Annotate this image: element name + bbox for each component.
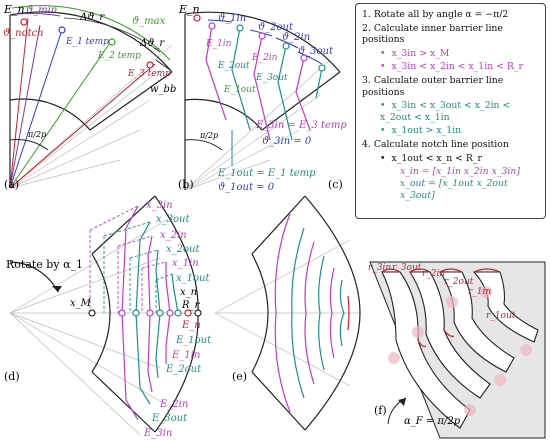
step-3-sub-2: x_1out > x_1in xyxy=(380,125,539,137)
label-a-delta-theta-2: Δϑ_r xyxy=(139,38,165,49)
label-f-r1out: r_1out xyxy=(486,311,516,321)
panel-b: E_n ϑ_1in ϑ_2out ϑ_2in ϑ_3out E_1in E_2i… xyxy=(178,3,341,191)
step-2: 2. Calculate inner barrier line position… xyxy=(362,22,503,46)
label-b-En: E_n xyxy=(178,3,200,16)
label-d-E2in: E_2in xyxy=(159,399,188,410)
label-f-alpha: α_F = π/2p xyxy=(404,416,461,427)
label-b-E3out: E_3out xyxy=(255,73,288,83)
label-b-E2out: E_2out xyxy=(217,61,250,71)
panel-f: r_3in r_3out r_2in r_2out r_1in r_1out α… xyxy=(368,261,546,439)
label-b-E1in: E_1in xyxy=(205,39,232,49)
label-d-xM: x_M xyxy=(70,298,92,309)
step-2-sub-1: x_3in > x_M xyxy=(380,48,539,60)
step-4-sub-1: x_1out < x_n < R_r xyxy=(380,153,539,165)
step-2-sub-2: x_3in < x_2in < x_1in < R_r xyxy=(380,61,539,73)
vector-xout: x_out = [x_1out x_2out x_3out] xyxy=(400,177,508,201)
label-b-E2in: E_2in xyxy=(251,53,278,63)
label-b-theta-3out: ϑ_3out xyxy=(298,46,334,57)
step-4: 4. Calculate notch line position xyxy=(362,139,509,151)
procedure-box: 1. Rotate all by angle α = −π/2 2. Calcu… xyxy=(355,3,546,219)
panel-a-label: (a) xyxy=(4,178,19,191)
label-a-wbb: w_bb xyxy=(150,84,176,95)
label-a-delta-theta-1: Δϑ_r xyxy=(79,12,105,23)
label-d-E3out: E_3out xyxy=(151,413,188,424)
label-b-E1out: E_1out xyxy=(223,85,256,95)
vector-xin: x_in = [x_1in x_2in x_3in] xyxy=(400,166,521,178)
step-3-sub-1: x_3in < x_3out < x_2in < x_2out < x_1in xyxy=(380,100,539,123)
panel-f-label: (f) xyxy=(374,404,387,417)
panel-d: Rotate by α_1 x_3in x_3out x_2in x_2out … xyxy=(4,195,212,439)
label-d-x2out: x_2out xyxy=(166,244,200,255)
label-d-Rr: R_r xyxy=(181,300,201,311)
label-d-x3out: x_3out xyxy=(156,214,190,225)
label-a-pi-over-2p: π/2p xyxy=(27,130,46,139)
panel-d-label: (d) xyxy=(4,370,20,383)
label-d-x3in: x_3in xyxy=(146,200,173,211)
label-f-r3in: r_3in xyxy=(368,263,391,273)
label-d-E2out: E_2out xyxy=(165,364,202,375)
label-d-xn: x_n xyxy=(180,287,197,298)
panel-c-label: (c) xyxy=(328,178,343,191)
label-d-E3in: E_3in xyxy=(143,428,172,439)
label-a-E2-temp: E_2 temp xyxy=(97,51,141,61)
label-a-theta-max: ϑ_max xyxy=(132,16,166,27)
label-d-x1out: x_1out xyxy=(176,273,210,284)
label-d-E1out: E_1out xyxy=(175,335,212,346)
step-3: 3. Calculate outer barrier line position… xyxy=(362,75,504,98)
label-c-E1out-eq: E_1out = E_1 temp xyxy=(217,168,316,179)
label-d-x1in: x_1in xyxy=(172,258,199,269)
label-b-theta-2in: ϑ_2in xyxy=(282,32,310,43)
label-d-rotate: Rotate by α_1 xyxy=(6,258,83,271)
panel-e: (e) xyxy=(214,195,361,431)
label-a-En: E_n xyxy=(3,3,25,16)
label-a-theta-notch: ϑ_notch xyxy=(3,28,44,39)
label-d-En: E_n xyxy=(181,320,201,331)
label-a-theta-min: ϑ_min xyxy=(26,5,57,16)
panel-e-label: (e) xyxy=(232,370,247,383)
label-c-theta1out-eq: ϑ_1out = 0 xyxy=(218,182,275,193)
label-b-theta-2out: ϑ_2out xyxy=(258,22,294,33)
label-b-pi-over-2p: π/2p xyxy=(199,131,218,140)
panel-b-label: (b) xyxy=(178,178,194,191)
label-a-E3-temp: E_3 temp xyxy=(127,69,171,79)
label-b-theta-1in: ϑ_1in xyxy=(218,13,246,24)
label-d-x2in: x_2in xyxy=(160,230,187,241)
label-c-theta3in-eq: ϑ_3in = 0 xyxy=(262,136,312,147)
label-f-r1in: r_1in xyxy=(468,287,491,297)
label-a-E1-temp: E_1 temp xyxy=(65,37,109,47)
label-d-E1in: E_1in xyxy=(171,350,200,361)
panel-a: E_n ϑ_min Δϑ_r ϑ_max Δϑ_r ϑ_notch E_1 te… xyxy=(3,3,176,191)
label-c-E3in-eq: E_3in = E_3 temp xyxy=(255,120,347,131)
label-f-r3out: r_3out xyxy=(392,263,422,273)
label-f-r2out: r_2out xyxy=(444,277,474,287)
panel-c: E_3in = E_3 temp ϑ_3in = 0 E_1out = E_1 … xyxy=(217,120,347,193)
label-f-r2in: r_2in xyxy=(422,269,445,279)
step-1: 1. Rotate all by angle α = −π/2 xyxy=(362,9,509,20)
